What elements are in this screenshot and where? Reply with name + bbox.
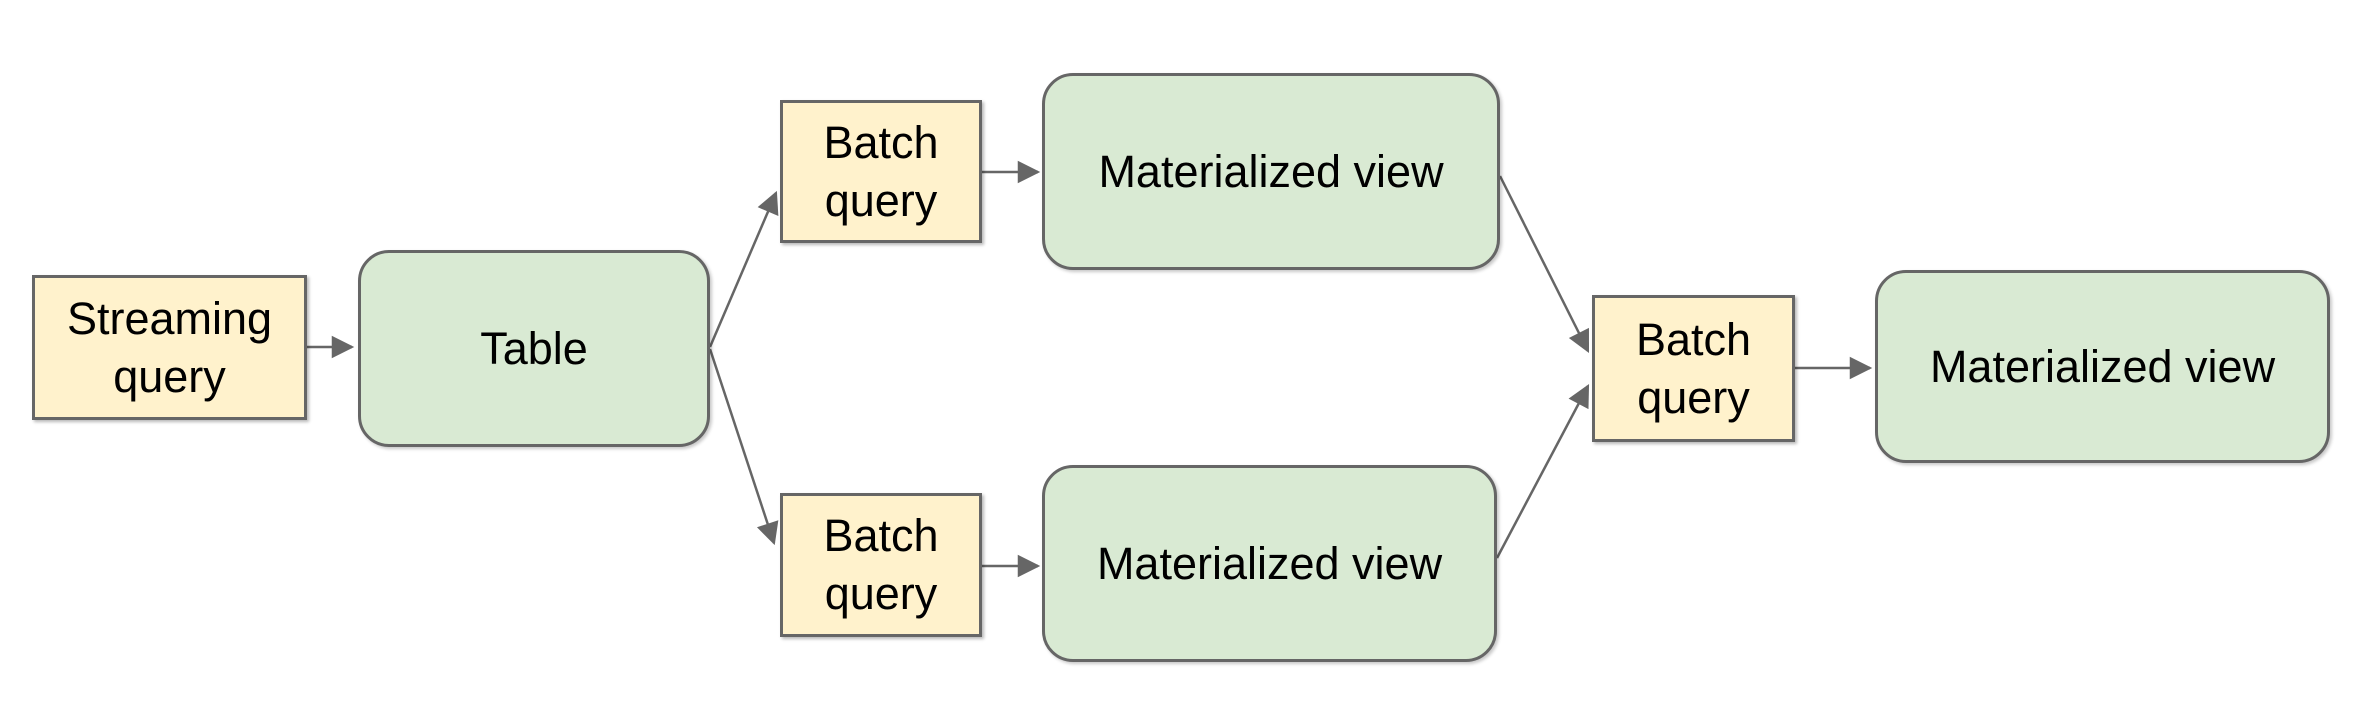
node-streaming-query-label: Streaming query [66,292,273,402]
node-table-label: Table [480,322,588,374]
edge-materialized-view-top-to-batch-query-right [1498,175,1590,354]
node-materialized-view-bottom-label: Materialized view [1096,537,1443,589]
node-batch-query-bottom-label: Batch query [823,510,939,619]
node-materialized-view-top-label: Materialized view [1098,145,1444,197]
node-streaming-query: Streaming query [32,275,307,420]
node-materialized-view-right-label: Materialized view [1929,340,2276,392]
node-materialized-view-bottom: Materialized view [1042,465,1497,662]
node-batch-query-right: Batch query [1592,295,1795,442]
node-table: Table [358,250,710,447]
edge-table-to-batch-query-bottom [708,348,779,546]
node-batch-query-bottom: Batch query [780,493,982,637]
edge-materialized-view-bottom-to-batch-query-right [1495,384,1590,559]
node-batch-query-top-label: Batch query [823,116,939,226]
node-materialized-view-top: Materialized view [1042,73,1500,270]
node-batch-query-right-label: Batch query [1635,313,1752,423]
edge-table-to-batch-query-top [708,190,779,348]
node-batch-query-top: Batch query [780,100,982,243]
node-materialized-view-right: Materialized view [1875,270,2330,463]
